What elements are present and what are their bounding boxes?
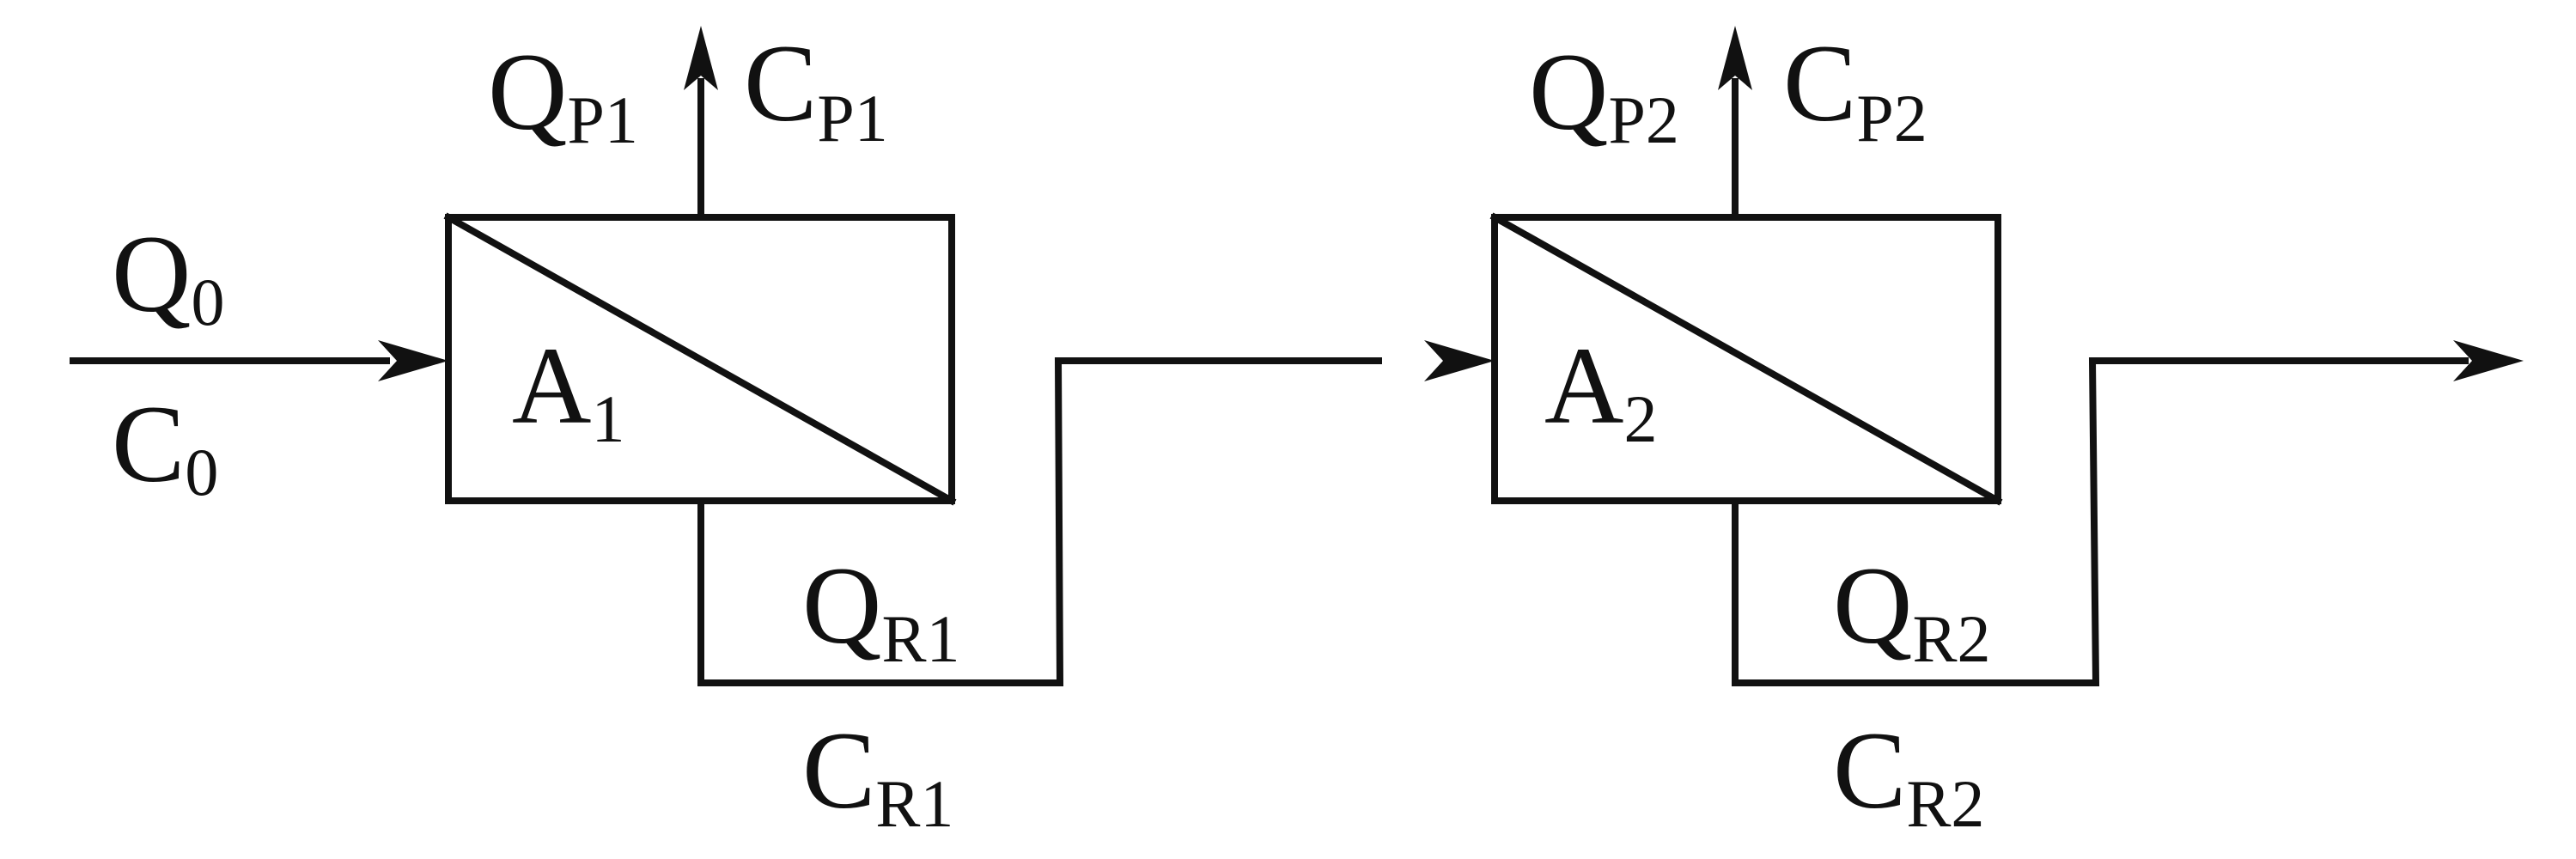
retentate-1-flow-label: QR1 [802,545,959,676]
retentate-2-flow-label: QR2 [1833,545,1990,676]
permeate-2-concentration-label: CP2 [1783,22,1927,155]
retentate-1-line [697,357,1382,686]
membrane-1-diagonal [443,212,957,506]
permeate-1-arrowhead [684,26,718,90]
retentate-2-line [1732,357,2469,686]
feed-concentration-label: C0 [112,383,218,509]
module-2-area-label: A2 [1544,325,1657,456]
retentate-2-concentration-label: CR2 [1833,710,1984,841]
membrane-2-diagonal [1489,212,2003,506]
permeate-1-concentration-label: CP1 [744,22,888,155]
retentate-1-concentration-label: CR1 [802,710,953,841]
feed-flow-label: Q0 [112,213,224,339]
permeate-2-flow-label: QP2 [1529,31,1679,157]
permeate-2-arrowhead [1718,26,1752,90]
retentate-2-arrowhead [2453,340,2524,381]
feed-arrowhead [378,340,448,381]
retentate-1-arrowhead [1424,340,1495,381]
membrane-module-2 [1491,214,2001,504]
permeate-1-flow-label: QP1 [488,31,638,157]
module-1-area-label: A1 [512,325,624,456]
